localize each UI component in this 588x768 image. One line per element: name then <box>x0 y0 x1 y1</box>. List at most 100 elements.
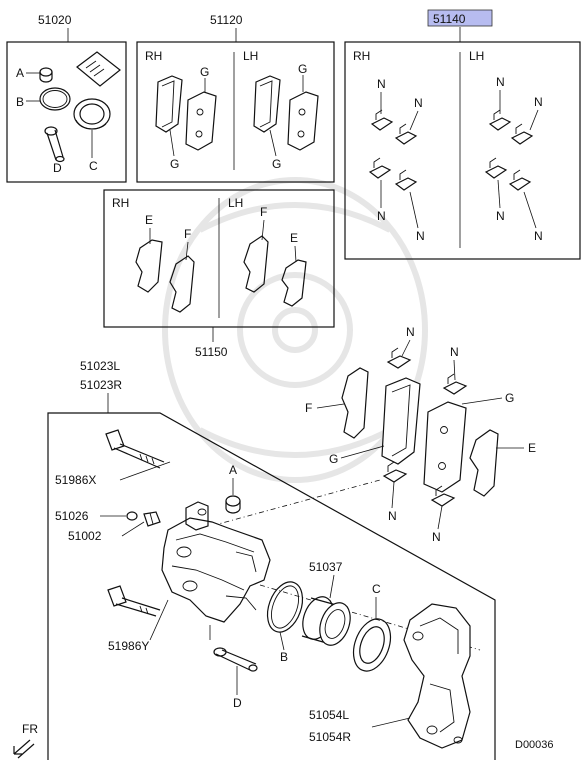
part-number-51026: 51026 <box>55 509 89 523</box>
leader-line <box>279 631 285 651</box>
pad-clip-assembly-3 <box>382 461 408 483</box>
brake-pad-lh-outer <box>253 75 281 133</box>
shim-e-assembly <box>469 429 499 497</box>
seal-ring-b-assembly-inner <box>270 585 300 629</box>
brake-pad-rh-inner <box>185 91 217 151</box>
letter-n: N <box>496 75 505 89</box>
letter-n: N <box>388 509 397 523</box>
leader-line <box>453 359 456 381</box>
label-lh: LH <box>228 196 243 210</box>
guide-pin-d-assembly <box>213 647 258 672</box>
brake-pad-lh-inner <box>287 91 319 151</box>
part-number-51002: 51002 <box>68 529 102 543</box>
part-number-51054l: 51054L <box>309 708 349 722</box>
letter-f: F <box>305 401 312 415</box>
leader-line <box>261 219 265 241</box>
leader-line <box>269 129 277 157</box>
label-rh: RH <box>353 49 370 63</box>
pad-clip-rh-2 <box>394 123 418 145</box>
letter-n: N <box>534 229 543 243</box>
label-rh: RH <box>112 196 129 210</box>
leader-line <box>316 403 345 409</box>
pad-set-box <box>136 41 335 183</box>
letter-g: G <box>200 65 209 79</box>
leader-line <box>185 241 189 261</box>
guide-bolt-y <box>107 585 161 617</box>
pad-clip-lh-3 <box>484 157 508 179</box>
front-indicator: FR <box>22 722 38 736</box>
leader-line <box>391 481 395 509</box>
centerline <box>259 584 481 651</box>
leader-line <box>371 717 411 728</box>
diagram-id: D00036 <box>515 739 554 751</box>
letter-n: N <box>377 77 386 91</box>
guide-bolt-x <box>105 429 165 469</box>
shim-e-rh <box>135 239 163 293</box>
leader-line <box>294 245 297 263</box>
label-lh: LH <box>469 49 484 63</box>
letter-n: N <box>414 96 423 110</box>
letter-a: A <box>16 66 24 80</box>
highlight-51140 <box>427 9 493 27</box>
letter-n: N <box>432 530 441 544</box>
part-number-51020: 51020 <box>38 13 72 27</box>
leader-line <box>437 505 443 530</box>
guide-pin-d <box>44 126 65 163</box>
pad-clip-lh-2 <box>510 123 534 145</box>
shim-f-assembly <box>341 367 369 439</box>
leader-line <box>461 397 503 405</box>
brake-pad-rh-outer <box>155 75 183 133</box>
letter-n: N <box>496 209 505 223</box>
pad-clip-lh-1 <box>488 109 512 131</box>
part-number-51023l: 51023L <box>80 359 120 373</box>
label-lh: LH <box>243 49 258 63</box>
part-number-51037: 51037 <box>309 560 343 574</box>
leader-line <box>169 129 175 157</box>
letter-c: C <box>89 159 98 173</box>
pad-clip-kit-box <box>344 41 581 260</box>
caliper-bracket <box>403 603 471 749</box>
part-number-51054r: 51054R <box>309 730 351 744</box>
pad-clip-assembly-1 <box>386 347 412 369</box>
letter-g: G <box>298 62 307 76</box>
letter-e: E <box>145 213 153 227</box>
letter-n: N <box>416 229 425 243</box>
letter-n: N <box>450 345 459 359</box>
letter-g: G <box>170 157 179 171</box>
letter-f: F <box>184 227 191 241</box>
seal-ring-b-assembly <box>266 581 304 633</box>
leader-line <box>329 574 335 599</box>
letter-e: E <box>528 441 536 455</box>
letter-f: F <box>260 205 267 219</box>
pad-clip-rh-4 <box>394 169 418 191</box>
letter-d: D <box>53 161 62 175</box>
grease-packet <box>76 51 121 87</box>
part-number-51140: 51140 <box>433 12 466 26</box>
pad-clip-assembly-4 <box>430 485 456 507</box>
watermark-logo <box>162 177 428 483</box>
leader-line <box>497 179 501 209</box>
shim-kit-box <box>103 189 335 328</box>
pad-clip-lh-4 <box>508 169 532 191</box>
leader-line <box>409 110 419 131</box>
centerline <box>177 479 381 536</box>
leader-line <box>529 109 539 131</box>
seal-ring-b <box>39 87 71 111</box>
letter-n: N <box>377 209 386 223</box>
bleeder-screw <box>143 511 161 527</box>
letter-b: B <box>280 650 288 664</box>
bushing-a <box>39 67 53 83</box>
letter-e: E <box>290 231 298 245</box>
bleeder-cap <box>126 511 138 521</box>
seal-ring-b-inner <box>42 90 68 108</box>
leader-line <box>409 191 419 229</box>
brake-pad-inner-assembly <box>423 401 467 493</box>
leader-line <box>119 461 171 481</box>
letter-b: B <box>16 95 24 109</box>
bushing-a-assembly <box>225 495 241 514</box>
pad-clip-rh-3 <box>368 157 392 179</box>
piston <box>301 596 351 646</box>
shim-f-lh <box>243 235 269 293</box>
pad-clip-rh-1 <box>370 109 394 131</box>
